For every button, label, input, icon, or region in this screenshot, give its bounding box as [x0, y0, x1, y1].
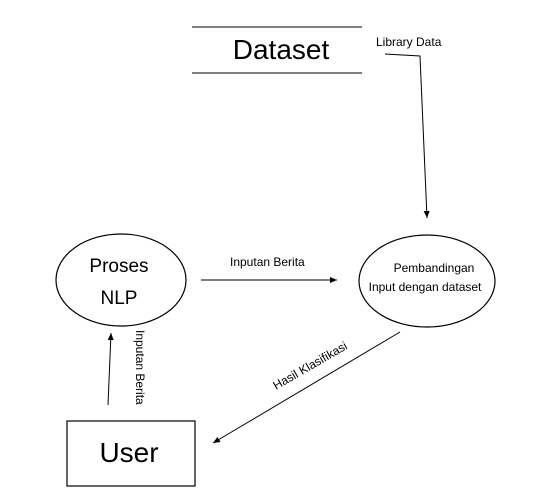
pembandingan-line2: Input dengan dataset	[369, 280, 482, 294]
proses-nlp-node: Proses NLP	[55, 233, 187, 327]
user-label: User	[99, 437, 158, 468]
dataset-store: Dataset	[192, 26, 362, 74]
proses-nlp-line2: NLP	[101, 288, 138, 309]
pembandingan-ellipse	[358, 234, 496, 328]
inputan-berita-vertical-arrow	[107, 332, 114, 406]
library-data-edge: Library Data	[376, 35, 442, 219]
pembandingan-node: Pembandingan Input dengan dataset	[358, 234, 496, 328]
library-data-arrow	[384, 53, 430, 219]
user-box	[66, 420, 196, 487]
inputan-berita-horizontal-edge: Inputan Berita	[201, 255, 337, 283]
hasil-klasifikasi-label: Hasil Klasifikasi	[271, 339, 350, 393]
inputan-berita-horizontal-label: Inputan Berita	[230, 255, 305, 269]
library-data-label: Library Data	[376, 35, 442, 49]
hasil-klasifikasi-arrow	[212, 331, 401, 444]
dataset-label: Dataset	[233, 34, 330, 65]
inputan-berita-vertical-edge: Inputan Berita	[107, 330, 147, 406]
proses-nlp-ellipse	[55, 233, 187, 327]
hasil-klasifikasi-edge: Hasil Klasifikasi	[212, 331, 401, 444]
proses-nlp-line1: Proses	[89, 256, 148, 277]
inputan-berita-vertical-label: Inputan Berita	[133, 330, 147, 405]
user-entity: User	[66, 420, 196, 487]
pembandingan-line1: Pembandingan	[394, 261, 475, 275]
